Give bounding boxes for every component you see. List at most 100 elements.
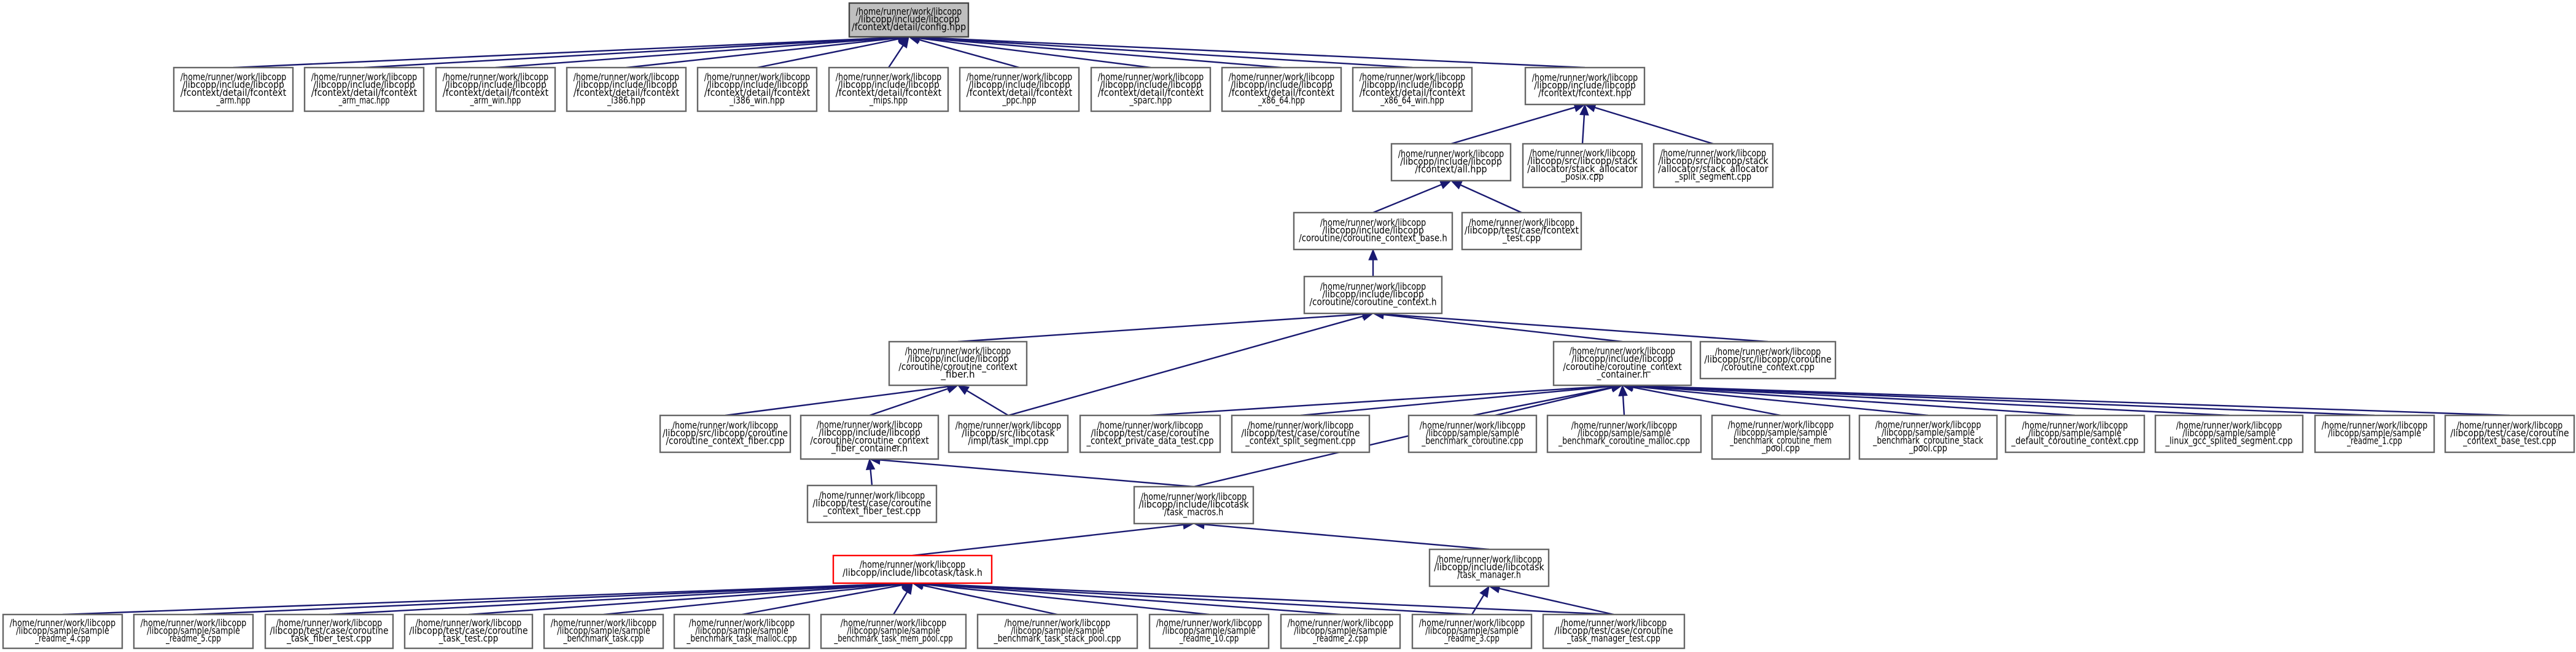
- node-fiber-test[interactable]: /home/runner/work/libcopp/libcopp/test/c…: [806, 484, 938, 524]
- node-sparc[interactable]: /home/runner/work/libcopp/libcopp/includ…: [1090, 66, 1212, 112]
- node-label-line: _arm.hpp: [216, 94, 251, 106]
- node-bench-coroutine-malloc[interactable]: /home/runner/work/libcopp/libcopp/sample…: [1546, 414, 1702, 454]
- node-i386-win[interactable]: /home/runner/work/libcopp/libcopp/includ…: [696, 66, 818, 112]
- node-label-line: /home/runner/work/libcopp: [1570, 345, 1676, 357]
- node-box: [828, 66, 949, 112]
- node-task-manager-test[interactable]: /home/runner/work/libcopp/libcopp/test/c…: [1542, 613, 1686, 650]
- node-fcontext-test[interactable]: /home/runner/work/libcopp/libcopp/test/c…: [1461, 211, 1582, 251]
- node-label-line: /libcopp/sample/sample: [2328, 427, 2421, 439]
- node-arm[interactable]: /home/runner/work/libcopp/libcopp/includ…: [173, 66, 294, 112]
- node-ppc[interactable]: /home/runner/work/libcopp/libcopp/includ…: [959, 66, 1080, 112]
- node-label-line: /libcopp/include/libcopp: [907, 353, 1009, 364]
- node-readme-1[interactable]: /home/runner/work/libcopp/libcopp/sample…: [2314, 414, 2435, 454]
- node-box: [2314, 414, 2435, 454]
- node-fiber-container[interactable]: /home/runner/work/libcopp/libcopp/includ…: [800, 414, 940, 460]
- node-all[interactable]: /home/runner/work/libcopp/libcopp/includ…: [1390, 143, 1512, 182]
- node-label-line: /home/runner/work/libcopp: [860, 559, 966, 570]
- edge-line: [887, 45, 904, 68]
- edge-task_fiber_test-to-task_h: [329, 579, 914, 616]
- node-box: [264, 613, 394, 650]
- node-label-line: /home/runner/work/libcopp: [1288, 617, 1394, 629]
- node-label-line: /libcopp/src/libcopp/stack: [1658, 155, 1769, 167]
- node-label-line: /libcopp/sample/sample: [1162, 625, 1256, 637]
- node-ctx-fiber-cpp[interactable]: /home/runner/work/libcopp/libcopp/src/li…: [659, 414, 792, 454]
- node-readme-5[interactable]: /home/runner/work/libcopp/libcopp/sample…: [133, 613, 254, 650]
- edge-ctx_fiber-to-ctx: [957, 309, 1374, 343]
- edge-line: [495, 37, 899, 69]
- node-bench-task-mem-pool[interactable]: /home/runner/work/libcopp/libcopp/sample…: [820, 613, 967, 650]
- edge-line: [1372, 184, 1442, 214]
- node-ctx-container[interactable]: /home/runner/work/libcopp/libcopp/includ…: [1552, 340, 1692, 387]
- node-label-line: _readme_10.cpp: [1179, 632, 1239, 645]
- edge-line: [1632, 385, 2375, 417]
- node-ctx-cpp[interactable]: /home/runner/work/libcopp/libcopp/src/li…: [1699, 340, 1837, 380]
- node-linux-gcc[interactable]: /home/runner/work/libcopp/libcopp/sample…: [2154, 414, 2304, 454]
- node-stack-posix[interactable]: /home/runner/work/libcopp/libcopp/src/li…: [1522, 143, 1643, 189]
- node-fcontext[interactable]: /home/runner/work/libcopp/libcopp/includ…: [1524, 66, 1646, 106]
- node-label-line: /libcopp/sample/sample: [16, 625, 109, 637]
- node-bench-coroutine[interactable]: /home/runner/work/libcopp/libcopp/sample…: [1407, 414, 1538, 454]
- node-label-line: /home/runner/work/libcopp: [1728, 419, 1834, 431]
- node-label-line: /libcopp/include/libcopp: [182, 79, 284, 90]
- node-bench-task-malloc[interactable]: /home/runner/work/libcopp/libcopp/sample…: [673, 613, 811, 650]
- node-label-line: _arm_win.hpp: [470, 94, 521, 106]
- node-arm-win[interactable]: /home/runner/work/libcopp/libcopp/includ…: [435, 66, 556, 112]
- node-label-line: /libcopp/test/case/coroutine: [270, 625, 388, 637]
- node-label-line: /libcopp/include/libcopp: [1400, 155, 1502, 167]
- node-task-h[interactable]: /home/runner/work/libcopp/libcopp/includ…: [832, 554, 993, 584]
- edge-line: [1193, 387, 1613, 488]
- node-box: [1303, 275, 1443, 315]
- node-label-line: _benchmark_coroutine.cpp: [1421, 435, 1523, 447]
- node-arm-mac[interactable]: /home/runner/work/libcopp/libcopp/includ…: [303, 66, 425, 112]
- node-bench-task[interactable]: /home/runner/work/libcopp/libcopp/sample…: [543, 613, 664, 650]
- node-label-line: /coroutine/coroutine_context: [1563, 361, 1681, 373]
- node-i386[interactable]: /home/runner/work/libcopp/libcopp/includ…: [566, 66, 687, 112]
- node-x86-64[interactable]: /home/runner/work/libcopp/libcopp/includ…: [1221, 66, 1342, 112]
- node-box: [1524, 66, 1646, 106]
- node-bench-mem-pool[interactable]: /home/runner/work/libcopp/libcopp/sample…: [1711, 414, 1851, 460]
- edge-task_manager-to-task_macros: [1193, 519, 1490, 551]
- node-label-line: _benchmark_task_malloc.cpp: [687, 632, 797, 645]
- node-readme-4[interactable]: /home/runner/work/libcopp/libcopp/sample…: [2, 613, 123, 650]
- arrowhead-icon: [903, 582, 913, 595]
- node-bench-stack-pool[interactable]: /home/runner/work/libcopp/libcopp/sample…: [1858, 414, 1998, 460]
- node-label-line: /home/runner/work/libcopp: [1436, 553, 1543, 565]
- edge-readme_4-to-task_h: [62, 578, 914, 616]
- node-task-test[interactable]: /home/runner/work/libcopp/libcopp/test/c…: [403, 613, 534, 650]
- node-label-line: /home/runner/work/libcopp: [1875, 419, 1982, 431]
- node-task-manager[interactable]: /home/runner/work/libcopp/libcopp/includ…: [1428, 548, 1550, 587]
- edge-line: [919, 37, 1282, 69]
- node-task-fiber-test[interactable]: /home/runner/work/libcopp/libcopp/test/c…: [264, 613, 394, 650]
- node-task-macros[interactable]: /home/runner/work/libcopp/libcopp/includ…: [1133, 485, 1255, 525]
- node-label-line: /libcopp/include/libcopp: [575, 79, 677, 90]
- node-readme-2[interactable]: /home/runner/work/libcopp/libcopp/sample…: [1280, 613, 1401, 650]
- node-default-ctx[interactable]: /home/runner/work/libcopp/libcopp/sample…: [2004, 414, 2146, 454]
- node-private-data-test[interactable]: /home/runner/work/libcopp/libcopp/test/c…: [1079, 414, 1221, 454]
- node-label-line: /home/runner/work/libcopp: [967, 71, 1073, 83]
- node-readme-3[interactable]: /home/runner/work/libcopp/libcopp/sample…: [1411, 613, 1533, 650]
- edge-line: [870, 469, 873, 486]
- node-label-line: /home/runner/work/libcopp: [1098, 71, 1204, 83]
- node-stack-split[interactable]: /home/runner/work/libcopp/libcopp/src/li…: [1652, 143, 1774, 189]
- node-ctx-fiber[interactable]: /home/runner/work/libcopp/libcopp/includ…: [888, 340, 1028, 387]
- node-label-line: _context_private_data_test.cpp: [1086, 435, 1214, 447]
- node-label-line: /home/runner/work/libcopp: [1420, 419, 1526, 431]
- node-label-line: _posix.cpp: [1561, 170, 1604, 183]
- node-label-line: /libcopp/sample/sample: [2028, 427, 2122, 439]
- node-ctx-base-test[interactable]: /home/runner/work/libcopp/libcopp/test/c…: [2444, 414, 2575, 454]
- node-bench-task-stack-pool[interactable]: /home/runner/work/libcopp/libcopp/sample…: [976, 613, 1138, 650]
- edge-fcontext_test-to-all: [1450, 180, 1522, 214]
- node-readme-10[interactable]: /home/runner/work/libcopp/libcopp/sample…: [1148, 613, 1270, 650]
- node-label-line: /home/runner/work/libcopp: [905, 345, 1011, 357]
- node-label-line: _task_fiber_test.cpp: [286, 632, 372, 645]
- edge-readme_3-to-task_manager: [1471, 585, 1490, 615]
- node-label-line: /home/runner/work/libcopp: [2322, 419, 2428, 431]
- node-ctx-base[interactable]: /home/runner/work/libcopp/libcopp/includ…: [1293, 211, 1453, 251]
- node-x86-64-win[interactable]: /home/runner/work/libcopp/libcopp/includ…: [1352, 66, 1473, 112]
- node-split-segment[interactable]: /home/runner/work/libcopp/libcopp/test/c…: [1231, 414, 1371, 454]
- node-config[interactable]: /home/runner/work/libcopp/libcopp/includ…: [848, 2, 970, 38]
- node-mips[interactable]: /home/runner/work/libcopp/libcopp/includ…: [828, 66, 949, 112]
- node-task-impl[interactable]: /home/runner/work/libcopp/libcopp/src/li…: [948, 414, 1069, 454]
- edge-arm_mac-to-config: [364, 33, 910, 69]
- node-ctx[interactable]: /home/runner/work/libcopp/libcopp/includ…: [1303, 275, 1443, 315]
